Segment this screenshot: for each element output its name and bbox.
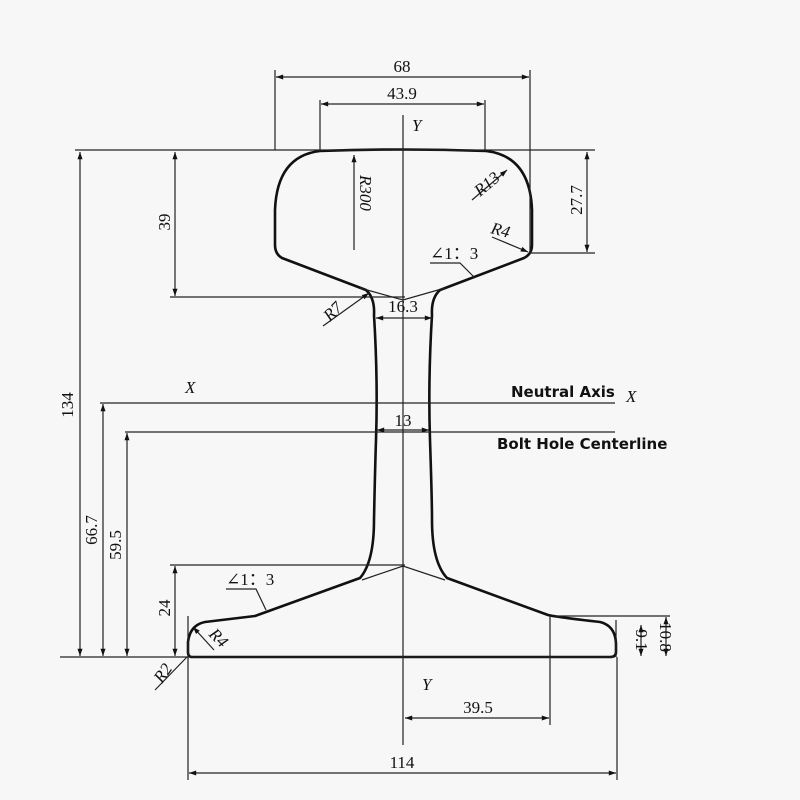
radius-foot-corner: R4	[204, 624, 232, 652]
dim-66-7: 66.7	[82, 515, 101, 545]
dim-39: 39	[155, 214, 174, 231]
dim-16-3: 16.3	[388, 297, 418, 316]
dim-24: 24	[155, 599, 174, 617]
dim-134: 134	[58, 392, 77, 418]
dim-39-5: 39.5	[463, 698, 493, 717]
radius-head-corner: R13	[470, 168, 504, 201]
neutral-axis-label: Neutral Axis	[511, 383, 615, 401]
dim-114: 114	[390, 753, 415, 772]
slope-head: ∠1：3	[430, 244, 478, 263]
dim-27-7: 27.7	[567, 185, 586, 215]
slope-foot: ∠1：3	[226, 570, 274, 589]
axis-x-right: X	[625, 387, 637, 406]
dim-68: 68	[394, 57, 411, 76]
dim-9-1: 9.1	[632, 629, 651, 650]
radius-foot-edge: R2	[149, 660, 176, 688]
radius-head-lower: R4	[488, 218, 513, 242]
dim-10-8: 10.8	[656, 622, 675, 652]
dim-13: 13	[395, 411, 412, 430]
dimension-lines	[77, 74, 669, 776]
radius-web-fillet: R7	[319, 297, 348, 326]
dim-59-5: 59.5	[106, 530, 125, 560]
dim-43-9: 43.9	[387, 84, 417, 103]
radius-crown: R300	[356, 174, 375, 211]
axis-y-top: Y	[412, 116, 423, 135]
axis-y-bottom: Y	[422, 675, 433, 694]
extension-lines	[187, 70, 618, 780]
bolt-hole-label: Bolt Hole Centerline	[497, 435, 667, 453]
slope-construction-lines	[359, 287, 446, 581]
axis-x-left: X	[184, 378, 196, 397]
